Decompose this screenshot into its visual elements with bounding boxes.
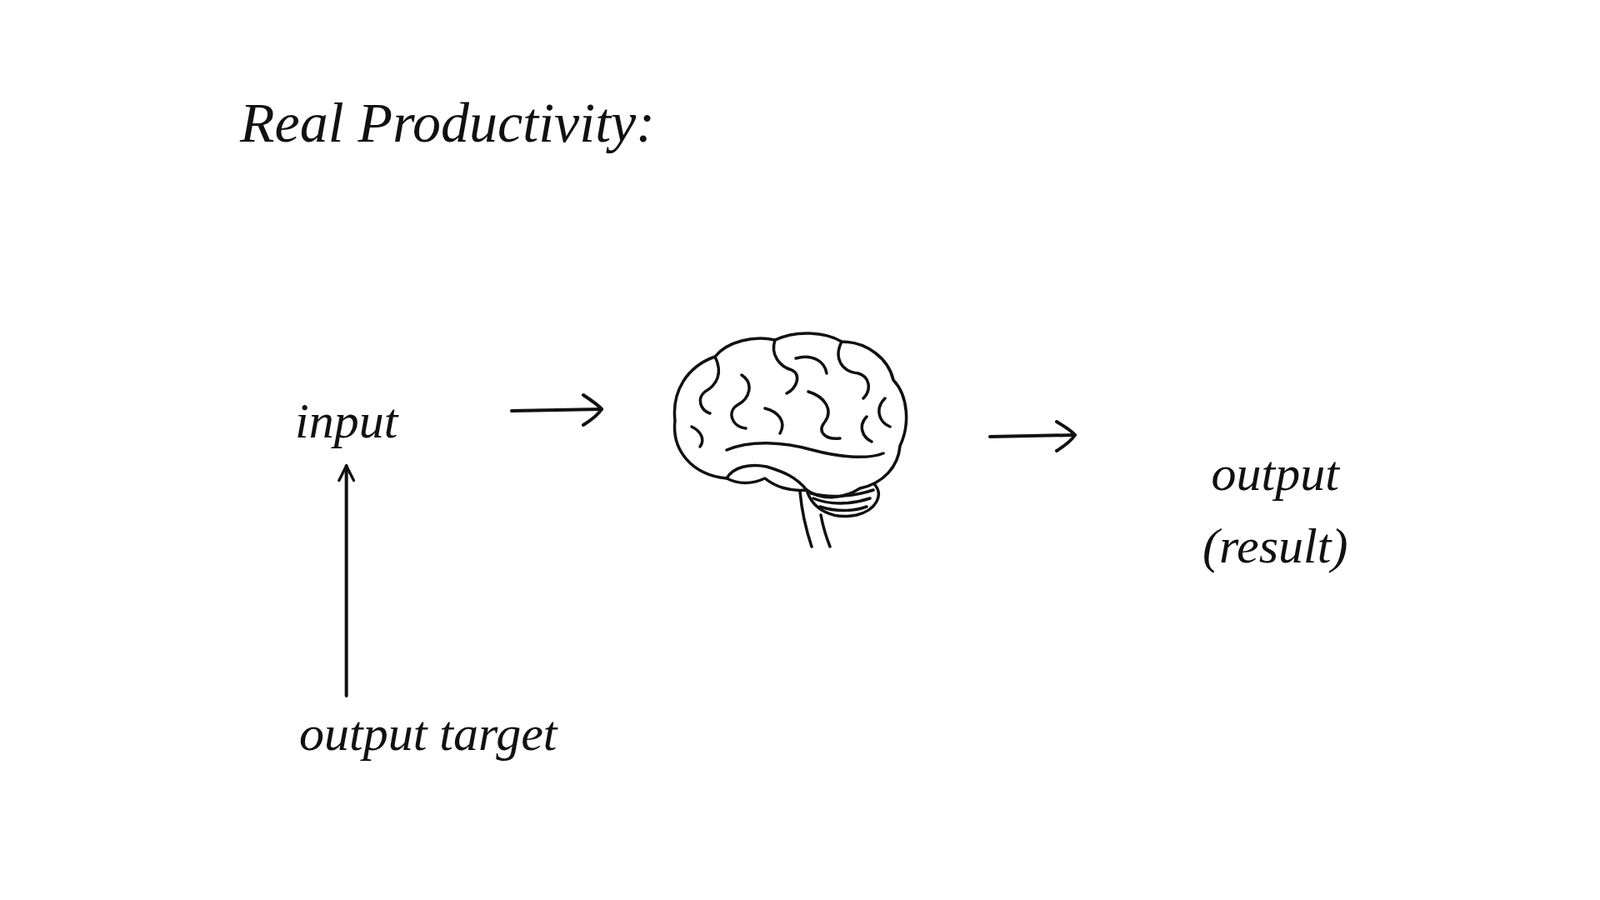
flow-arrow <box>990 435 1075 437</box>
text-node: output target <box>290 692 565 775</box>
connector-arrow <box>345 465 349 696</box>
flow-arrow <box>511 409 602 411</box>
node-label: input <box>295 385 398 458</box>
flow-arrow-head <box>1056 421 1075 451</box>
node-label: output (result) <box>1202 437 1348 583</box>
diagram-title: Real Productivity: <box>240 90 655 156</box>
flow-arrow-head <box>583 395 602 425</box>
node-label: output target <box>299 697 557 770</box>
text-node: output (result) <box>1194 432 1356 588</box>
text-node: input <box>286 380 406 463</box>
brain-illustration <box>674 333 906 547</box>
